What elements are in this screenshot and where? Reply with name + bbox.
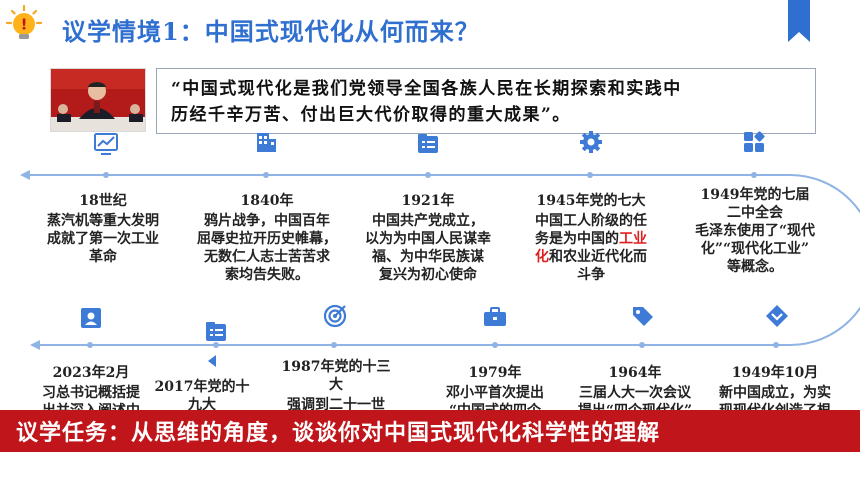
timeline-desc: 强调到二十一世: [266, 396, 406, 414]
desc-line: 化”“现代化工业”: [700, 241, 810, 257]
quote-line-1: “中国式现代化是我们党领导全国各族人民在长期探索和实践中: [171, 79, 682, 99]
timeline-year: 2023年2月: [52, 365, 130, 381]
desc-line: 屈辱史拉开历史帷幕，: [197, 231, 337, 247]
desc-fragment: 和农业近代化而: [549, 249, 647, 265]
bookmark-icon: [788, 0, 810, 42]
desc-line: 等概念。: [727, 259, 783, 275]
tag-icon: [633, 307, 653, 326]
timeline-desc: 毛泽东使用了“现代 化”“现代化工业” 等概念。: [680, 222, 830, 276]
timeline-year: 18世纪: [79, 193, 127, 209]
timeline-desc: 蒸汽机等重大发明 成就了第一次工业 革命: [28, 212, 178, 266]
briefcase-icon: [484, 307, 506, 326]
task-banner: 议学任务：从思维的角度，谈谈你对中国式现代化科学性的理解: [0, 410, 860, 452]
quote-line-2: 历经千辛万苦、付出巨大代价取得的重大成果”。: [171, 105, 571, 125]
desc-line: 毛泽东使用了“现代: [694, 223, 816, 239]
timeline-year: 1979年: [468, 365, 522, 381]
timeline-desc: 鸦片战争，中国百年 屈辱史拉开历史帷幕， 无数仁人志士苦苦求 索均告失败。: [186, 212, 348, 284]
desc-line: 习总书记概括提: [42, 385, 140, 401]
svg-text:!: !: [21, 16, 28, 34]
desc-line: 鸦片战争，中国百年: [204, 213, 330, 229]
contact-icon: [81, 308, 101, 328]
page-title: 议学情境1：中国式现代化从何而来？: [62, 17, 480, 46]
timeline-item-1921: 1921年 中国共产党成立， 以为为中国人民谋幸 福、为中华民族谋 复兴为初心使…: [352, 192, 504, 284]
desc-line: 中国工人阶级的任: [535, 213, 647, 229]
timeline-year-line-2: 大: [329, 377, 343, 393]
desc-line: 中国共产党成立，: [372, 213, 484, 229]
target-icon: [323, 304, 347, 328]
timeline-year: 1949年10月: [731, 365, 819, 381]
apps-icon: [744, 131, 765, 152]
timeline-year: 1921年: [401, 193, 455, 209]
lightbulb-icon: !: [5, 4, 43, 39]
desc-line: 成就了第一次工业: [47, 231, 159, 247]
timeline-item-1949-plenum: 1949年党的七届 二中全会 毛泽东使用了“现代 化”“现代化工业” 等概念。: [680, 186, 830, 276]
caret-left-icon: [208, 355, 216, 367]
desc-line: 新中国成立，为实: [719, 385, 831, 401]
desc-line: 以为为中国人民谋幸: [365, 231, 491, 247]
timeline-year: 1987年党的十三: [281, 359, 391, 375]
timeline-year-line-2: 二中全会: [727, 205, 783, 221]
timeline-year: 1840年: [240, 193, 294, 209]
chevron-badge-icon: [766, 305, 788, 327]
speaker-photo: [50, 68, 146, 132]
desc-line: 三届人大一次会议: [579, 385, 691, 401]
list-icon: [206, 322, 226, 341]
list-icon: [418, 134, 438, 153]
desc-line: 无数仁人志士苦苦求: [204, 249, 330, 265]
task-text: 议学任务：从思维的角度，谈谈你对中国式现代化科学性的理解: [16, 420, 661, 446]
highlight-text: 工业: [619, 231, 647, 247]
desc-line: 化和农业近代化而: [516, 248, 666, 266]
timeline-desc: 中国工人阶级的任 务是为中国的工业 化和农业近代化而 斗争: [516, 212, 666, 284]
desc-fragment: 务是为中国的: [535, 231, 619, 247]
gear-icon: [580, 131, 602, 153]
building-icon: [257, 133, 276, 152]
timeline-item-18th-century: 18世纪 蒸汽机等重大发明 成就了第一次工业 革命: [28, 192, 178, 266]
footer-blank: [0, 452, 860, 484]
timeline-year: 1949年党的七届: [700, 187, 810, 203]
desc-line: 蒸汽机等重大发明: [47, 213, 159, 229]
timeline-year: 1964年: [608, 365, 662, 381]
timeline-item-1949-founding: 1949年10月 新中国成立，为实 现现代化创造了根: [700, 364, 850, 420]
quote-box: “中国式现代化是我们党领导全国各族人民在长期探索和实践中 历经千辛万苦、付出巨大…: [156, 68, 816, 134]
desc-line: 革命: [89, 249, 117, 265]
desc-line: 务是为中国的工业: [516, 230, 666, 248]
timeline-desc: 中国共产党成立， 以为为中国人民谋幸 福、为中华民族谋 复兴为初心使命: [352, 212, 504, 284]
timeline-year-line-2: 九大: [188, 397, 216, 413]
timeline-item-1840: 1840年 鸦片战争，中国百年 屈辱史拉开历史帷幕， 无数仁人志士苦苦求 索均告…: [186, 192, 348, 284]
desc-line: 索均告失败。: [225, 267, 309, 283]
desc-line: 邓小平首次提出: [446, 385, 544, 401]
desc-line: 复兴为初心使命: [379, 267, 477, 283]
desc-line: 强调到二十一世: [287, 397, 385, 413]
timeline-item-1945: 1945年党的七大 中国工人阶级的任 务是为中国的工业 化和农业近代化而 斗争: [516, 192, 666, 284]
desc-line: 福、为中华民族谋: [372, 249, 484, 265]
timeline-year: 1945年党的七大: [536, 193, 646, 209]
desc-line: 斗争: [577, 267, 605, 283]
chart-icon: [94, 133, 118, 155]
timeline-item-1987: 1987年党的十三 大 强调到二十一世: [266, 358, 406, 414]
timeline-item-2017: 2017年党的十 九大: [142, 378, 262, 414]
timeline-year: 2017年党的十: [154, 379, 250, 395]
highlight-text: 化: [535, 249, 549, 265]
